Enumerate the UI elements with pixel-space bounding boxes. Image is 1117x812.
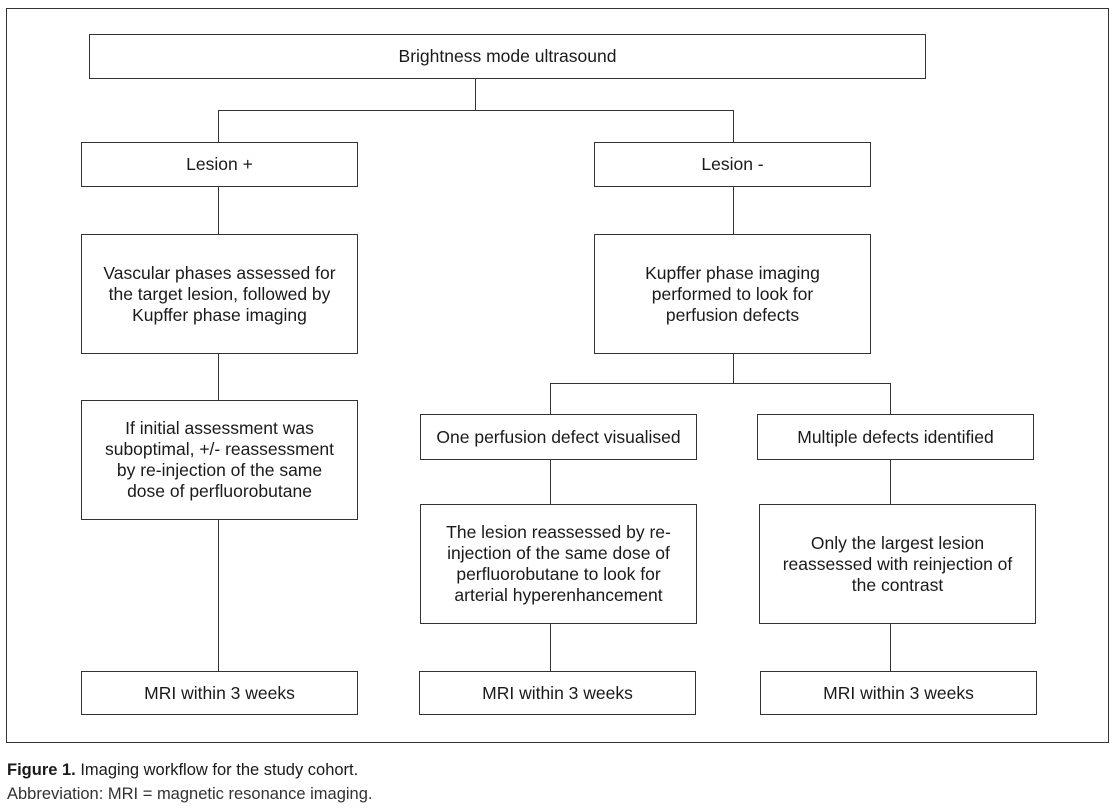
connector-left-header-step1 [218, 186, 219, 234]
mri-right-label: MRI within 3 weeks [823, 682, 974, 703]
figure-frame [6, 8, 1109, 743]
connector-to-multiple-defects [890, 383, 891, 414]
mri-middle-label: MRI within 3 weeks [482, 682, 633, 703]
connector-right-step1-down [733, 353, 734, 383]
figure-abbreviation: Abbreviation: MRI = magnetic resonance i… [7, 785, 372, 804]
one-defect-label: One perfusion defect visualised [436, 426, 681, 447]
figure-abbreviation-text: Abbreviation: MRI = magnetic resonance i… [7, 785, 373, 803]
mri-left-box: MRI within 3 weeks [81, 671, 358, 715]
largest-lesion-label: Only the largest lesion reassessed with … [782, 532, 1013, 595]
connector-right-header-step1 [733, 186, 734, 234]
connector-root-split [218, 110, 734, 111]
lesion-positive-label: Lesion + [186, 154, 253, 174]
mri-middle-box: MRI within 3 weeks [419, 671, 696, 715]
connector-multiple-header-step [890, 459, 891, 504]
one-defect-reassess-box: The lesion reassessed by re-injection of… [420, 504, 697, 624]
multiple-defects-label: Multiple defects identified [797, 426, 994, 447]
root-label: Brightness mode ultrasound [398, 46, 617, 66]
lesion-positive-box: Lesion + [81, 142, 358, 187]
connector-to-left-header [218, 110, 219, 142]
mri-right-box: MRI within 3 weeks [760, 671, 1037, 715]
figure-caption-label: Figure 1. [7, 761, 76, 779]
vascular-phases-box: Vascular phases assessed for the target … [81, 234, 358, 354]
connector-to-one-defect [550, 383, 551, 414]
kupffer-phase-label: Kupffer phase imaging performed to look … [645, 262, 820, 325]
connector-multiple-step-outcome [890, 623, 891, 671]
connector-root-down [475, 78, 476, 110]
connector-one-step-outcome [550, 623, 551, 671]
lesion-negative-box: Lesion - [594, 142, 871, 187]
lesion-negative-label: Lesion - [701, 154, 764, 174]
connector-left-step2-outcome [218, 519, 219, 671]
figure-caption-text: Imaging workflow for the study cohort. [75, 761, 359, 779]
connector-right-split [550, 383, 891, 384]
vascular-phases-label: Vascular phases assessed for the target … [103, 262, 336, 325]
connector-left-step1-step2 [218, 353, 219, 400]
mri-left-label: MRI within 3 weeks [144, 682, 295, 703]
connector-to-right-header [733, 110, 734, 142]
kupffer-phase-box: Kupffer phase imaging performed to look … [594, 234, 871, 354]
reassessment-label: If initial assessment was suboptimal, +/… [104, 418, 335, 501]
figure-caption: Figure 1. Imaging workflow for the study… [7, 761, 358, 780]
root-box: Brightness mode ultrasound [89, 34, 926, 79]
multiple-defects-box: Multiple defects identified [757, 414, 1034, 460]
connector-one-header-step [550, 459, 551, 504]
one-defect-reassess-label: The lesion reassessed by re-injection of… [446, 522, 671, 605]
reassessment-box: If initial assessment was suboptimal, +/… [81, 400, 358, 520]
largest-lesion-box: Only the largest lesion reassessed with … [759, 504, 1036, 624]
one-defect-box: One perfusion defect visualised [420, 414, 697, 460]
